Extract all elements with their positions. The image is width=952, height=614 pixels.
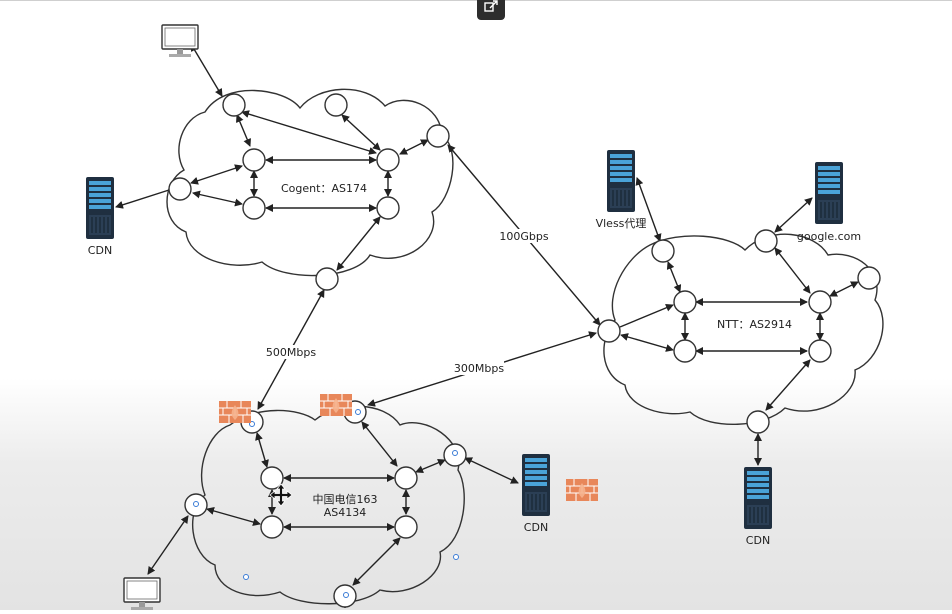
top-divider — [0, 0, 952, 1]
server-icon — [85, 176, 115, 240]
firewall-icon — [319, 393, 353, 417]
ntt-cloud-label: NTT：AS2914 — [717, 318, 792, 331]
cdn-mid-label: CDN — [524, 521, 548, 534]
cogent-cloud — [166, 88, 454, 277]
link-300mbps-label: 300Mbps — [454, 362, 504, 375]
server-icon — [606, 149, 636, 213]
cogent-cloud-label: Cogent：AS174 — [281, 182, 367, 195]
router-nodes — [168, 93, 881, 608]
monitor-icon — [161, 24, 199, 58]
telecom-cloud-label-line2: AS4134 — [324, 506, 367, 519]
move-cursor-icon — [269, 483, 293, 507]
cdn-left-label: CDN — [88, 244, 112, 257]
google-label: google.com — [797, 230, 861, 243]
ntt-cloud — [603, 233, 884, 426]
server-icon — [743, 466, 773, 530]
expand-icon[interactable] — [477, 0, 505, 20]
labels: Cogent：AS174 NTT：AS2914 中国电信163 AS4134 C… — [88, 182, 861, 547]
firewall-icon — [565, 478, 599, 502]
firewall-icon — [218, 400, 252, 424]
server-icon — [814, 161, 844, 225]
vless-label: Vless代理 — [596, 217, 647, 230]
links — [115, 43, 859, 608]
server-icon — [521, 453, 551, 517]
link-100gbps-label: 100Gbps — [499, 230, 548, 243]
monitor-icon — [123, 577, 161, 611]
cdn-right-label: CDN — [746, 534, 770, 547]
link-500mbps-label: 500Mbps — [266, 346, 316, 359]
telecom-cloud-label-line1: 中国电信163 — [313, 493, 378, 506]
